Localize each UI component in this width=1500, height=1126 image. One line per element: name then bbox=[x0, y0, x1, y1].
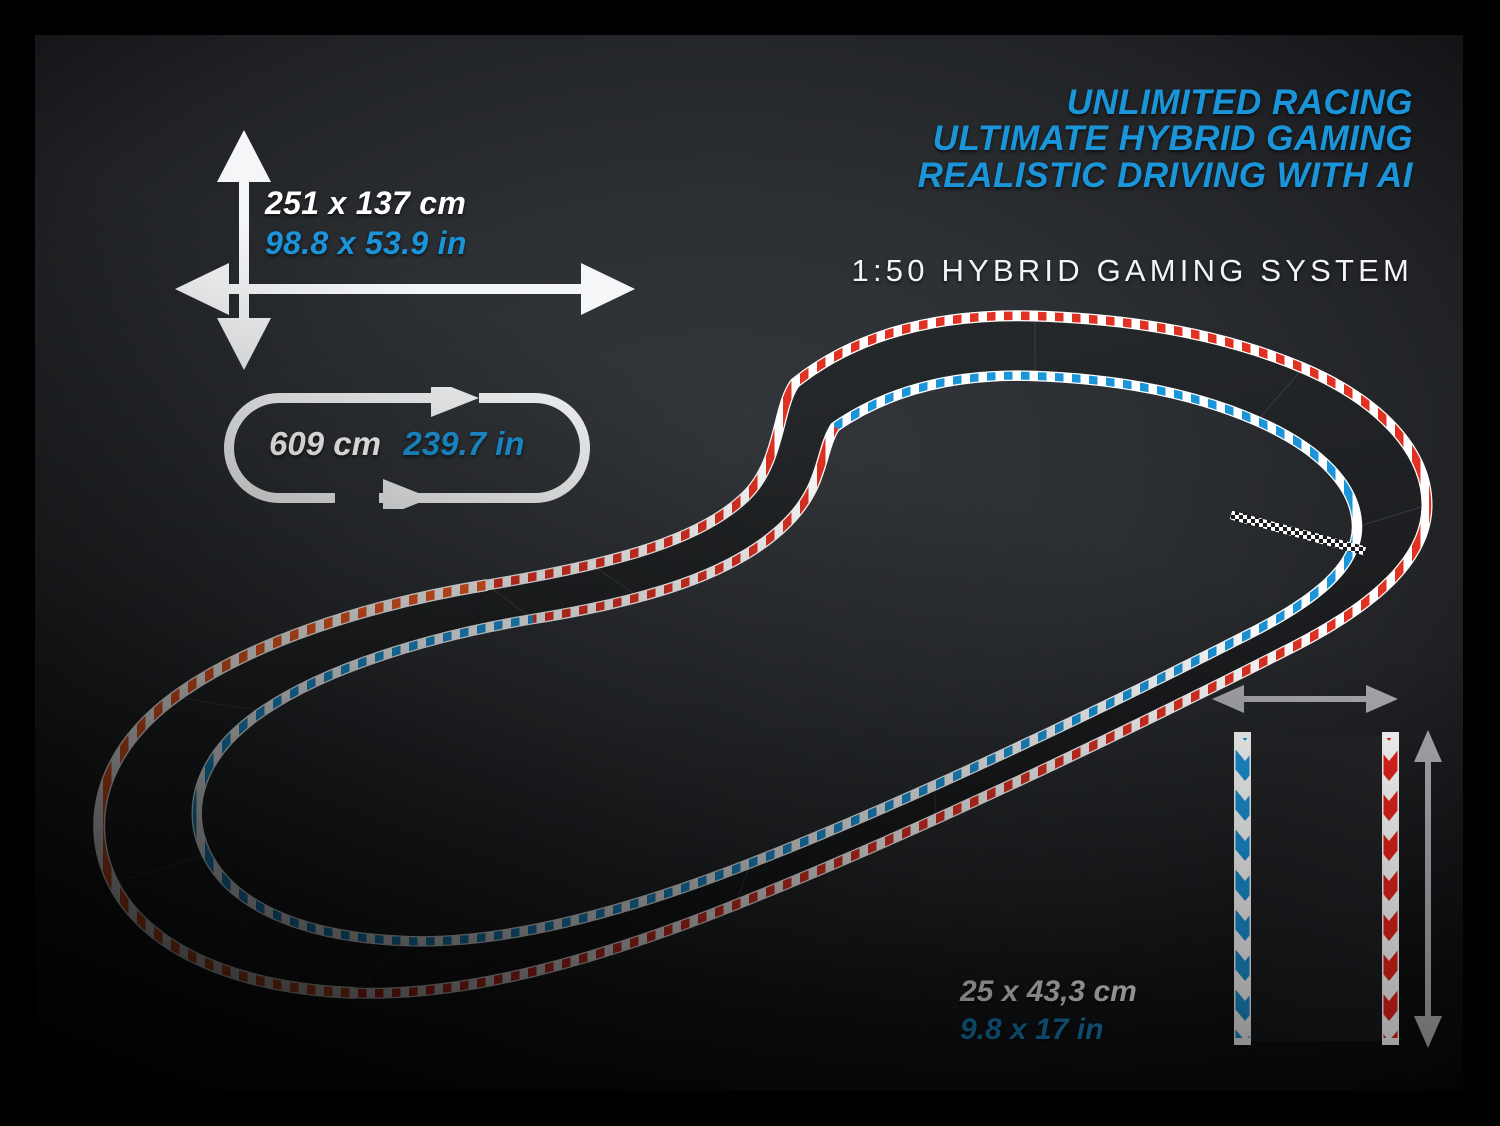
subtitle-scale-system: 1:50 HYBRID GAMING SYSTEM bbox=[851, 253, 1413, 288]
track-length-imperial: 239.7 in bbox=[403, 425, 525, 462]
footprint-dimension-group: 251 x 137 cm 98.8 x 53.9 in bbox=[175, 130, 635, 370]
headline-line-3: REALISTIC DRIVING WITH AI bbox=[917, 155, 1413, 195]
track-asphalt bbox=[99, 315, 1427, 994]
dimension-cross-arrow-icon bbox=[175, 130, 635, 370]
loop-arrow-icon bbox=[224, 379, 590, 517]
headline-line-2: ULTIMATE HYBRID GAMING bbox=[932, 119, 1413, 159]
track-length-text: 609 cm 239.7 in bbox=[269, 425, 524, 463]
piece-imperial: 9.8 x 17 in bbox=[960, 1013, 1104, 1046]
piece-asphalt bbox=[1246, 736, 1386, 1041]
footprint-dimension-text: 251 x 137 cm 98.8 x 53.9 in bbox=[265, 185, 467, 262]
track-piece-svg bbox=[1212, 685, 1442, 1048]
inner-barrier-red-segment bbox=[532, 424, 840, 625]
track-piece-inset bbox=[1200, 670, 1450, 1070]
track-length-metric: 609 cm bbox=[269, 425, 381, 462]
track-length-badge: 609 cm 239.7 in bbox=[217, 379, 597, 517]
track-svg bbox=[93, 35, 1463, 999]
start-finish-line bbox=[1229, 510, 1367, 556]
piece-height-arrow-icon bbox=[1414, 730, 1442, 1048]
poster-panel: UNLIMITED RACING ULTIMATE HYBRID GAMING … bbox=[35, 35, 1463, 1091]
piece-metric: 25 x 43,3 cm bbox=[960, 975, 1137, 1008]
footprint-metric: 251 x 137 cm bbox=[265, 185, 467, 221]
piece-barrier-red bbox=[1382, 732, 1399, 1045]
piece-barrier-blue bbox=[1234, 732, 1251, 1045]
footprint-imperial: 98.8 x 53.9 in bbox=[265, 225, 467, 261]
headline-block: UNLIMITED RACING ULTIMATE HYBRID GAMING … bbox=[917, 83, 1413, 195]
track-piece-dimension-text: 25 x 43,3 cm 9.8 x 17 in bbox=[960, 975, 1137, 1047]
headline-line-1: UNLIMITED RACING bbox=[1066, 83, 1413, 122]
outer-barrier-orange-highlight bbox=[93, 579, 488, 999]
track-layout-graphic bbox=[35, 35, 1463, 1091]
piece-width-arrow-icon bbox=[1212, 685, 1398, 713]
